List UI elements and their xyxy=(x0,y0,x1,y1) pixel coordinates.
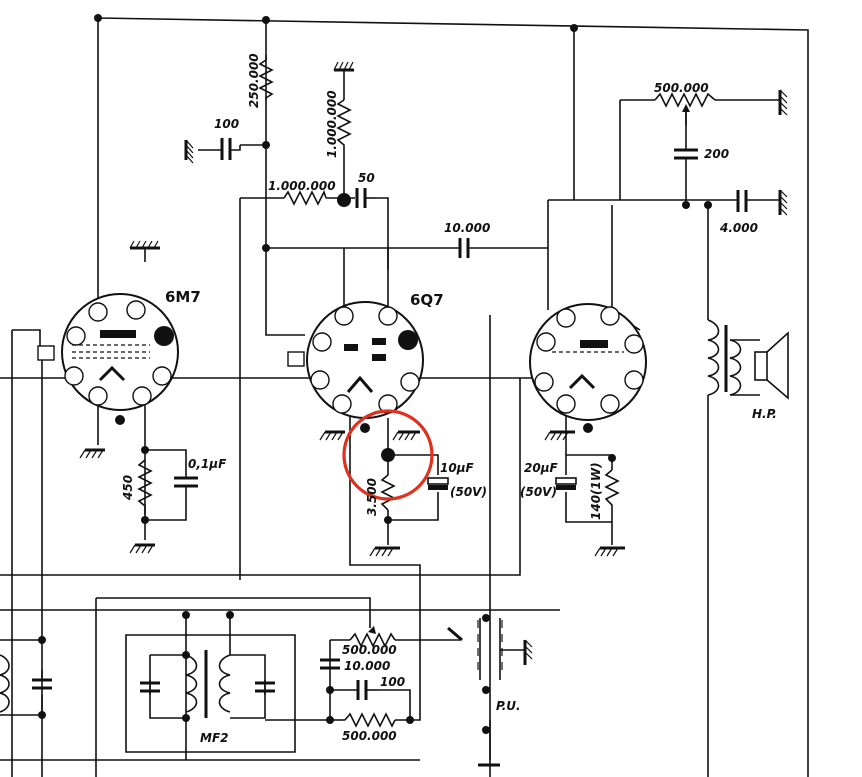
coils xyxy=(0,319,760,718)
label-c-10uf: 10μF xyxy=(440,461,475,475)
label-c-20uf-voltage: (50V) xyxy=(520,485,557,499)
label-c-20uf: 20μF xyxy=(524,461,559,475)
label-r-140: 140(1W) xyxy=(589,462,603,520)
tube-output xyxy=(529,303,647,433)
label-r-500k-bottom: 500.000 xyxy=(342,729,397,743)
tube-6m7 xyxy=(37,293,179,425)
label-c-10k-mid: 10.000 xyxy=(444,221,490,235)
label-c-200: 200 xyxy=(704,147,729,161)
label-r-3500: 3.500 xyxy=(365,478,379,516)
capacitors xyxy=(32,138,760,700)
label-mf2: MF2 xyxy=(200,731,229,745)
label-pot-500k-bottom: 500.000 xyxy=(342,643,397,657)
label-c-4000: 4.000 xyxy=(719,221,758,235)
tube-6q7 xyxy=(287,301,424,433)
tube-label-6q7: 6Q7 xyxy=(410,291,444,309)
label-r-1m-vertical: 1.000.000 xyxy=(325,90,339,158)
label-r-250k: 250.000 xyxy=(247,53,261,108)
label-c-10uf-voltage: (50V) xyxy=(450,485,487,499)
label-r-450: 450 xyxy=(121,475,135,501)
label-hp: H.P. xyxy=(752,407,777,421)
junctions xyxy=(38,14,712,734)
label-c-50: 50 xyxy=(358,171,375,185)
label-c-100-bottom: 100 xyxy=(380,675,405,689)
label-r-1m-horizontal: 1.000.000 xyxy=(268,179,336,193)
label-pu: P.U. xyxy=(496,699,521,713)
highlight-circle xyxy=(342,409,434,501)
label-c-01uf: 0,1μF xyxy=(188,457,227,471)
label-c-10k-bottom: 10.000 xyxy=(344,659,390,673)
resistors xyxy=(137,55,716,728)
tube-label-6m7: 6M7 xyxy=(165,288,201,306)
labels: 6M7 6Q7 250.000 100 1.000.000 1.000.000 … xyxy=(121,53,777,745)
label-c-100-top: 100 xyxy=(214,117,239,131)
loudspeaker-icon xyxy=(754,331,789,400)
ground-symbols xyxy=(79,61,788,767)
label-pot-500k-top: 500.000 xyxy=(654,81,709,95)
